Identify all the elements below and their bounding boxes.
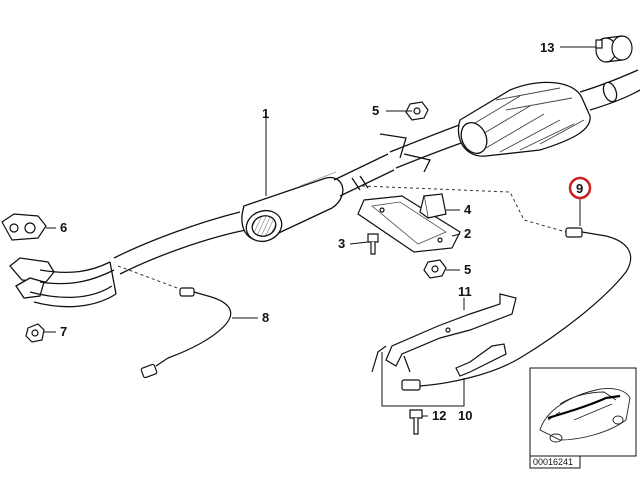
bolt-part-3[interactable]: [367, 233, 379, 255]
callout-11: 11: [458, 284, 472, 299]
rubber-mount-part-4[interactable]: [419, 193, 447, 219]
nut-part-7[interactable]: [25, 323, 45, 343]
callout-9: 9: [576, 181, 583, 196]
sensor-wire-lines: [117, 185, 567, 293]
exhaust-location-highlight: [547, 394, 621, 420]
callout-10: 10: [458, 408, 472, 423]
callout-5-lower: 5: [464, 262, 471, 277]
vehicle-location-inset: 00016241: [529, 367, 637, 469]
callout-8: 8: [262, 310, 269, 325]
callout-9-marker[interactable]: 9: [568, 176, 592, 200]
callout-5-upper: 5: [372, 103, 379, 118]
oxygen-sensor-part-9[interactable]: [401, 227, 632, 391]
clamp-part-13[interactable]: [595, 35, 633, 63]
nut-part-5-upper[interactable]: [405, 101, 429, 121]
bracket-part-11[interactable]: [371, 293, 517, 373]
callout-7: 7: [60, 324, 67, 339]
car-outline-icon: [539, 387, 631, 443]
exhaust-pipe-assembly[interactable]: [9, 69, 640, 308]
nut-part-5-lower[interactable]: [423, 259, 447, 279]
callout-6: 6: [60, 220, 67, 235]
callout-12: 12: [432, 408, 446, 423]
clip-part-10[interactable]: [455, 343, 507, 377]
reference-number: 00016241: [533, 457, 573, 467]
callout-4: 4: [464, 202, 472, 217]
oxygen-sensor-part-8[interactable]: [140, 287, 232, 379]
callout-3: 3: [338, 236, 345, 251]
screw-part-12[interactable]: [409, 409, 423, 435]
callout-1: 1: [262, 106, 269, 121]
heat-shield-part-2[interactable]: [357, 195, 461, 253]
callout-13: 13: [540, 40, 554, 55]
leader-lines: [44, 46, 596, 417]
gasket-part-6[interactable]: [1, 213, 47, 241]
callout-2: 2: [464, 226, 471, 241]
